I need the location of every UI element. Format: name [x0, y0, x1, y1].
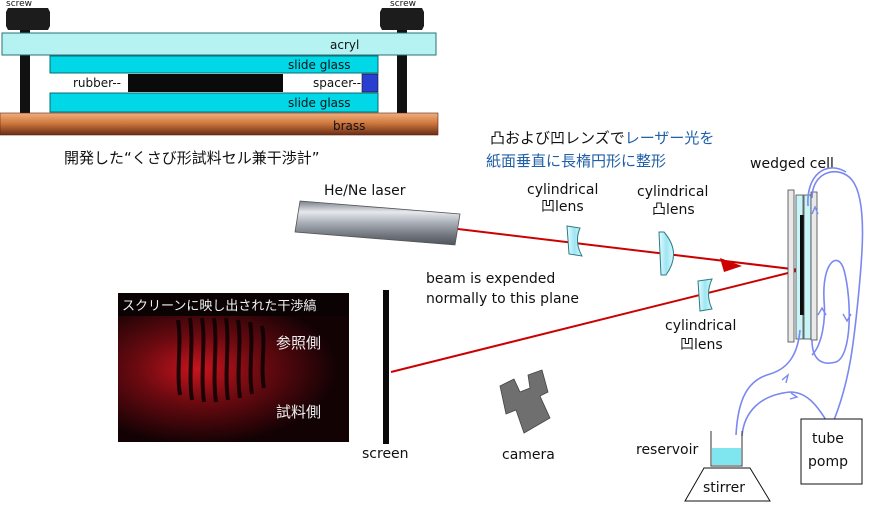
fringe-pattern: [176, 317, 266, 403]
slide-glass-bottom: [49, 92, 379, 113]
circulation-tubing: [735, 167, 864, 437]
lens-concave-3: cylindrical 凹lens: [665, 278, 736, 353]
wedged-cell-label: wedged cell: [750, 156, 834, 172]
spacer-block: [361, 73, 379, 93]
pump-label-line2: pomp: [808, 454, 848, 470]
lens-note: 凸および凹レンズでレーザー光を 紙面垂直に長楕円形に整形: [486, 129, 714, 170]
screw-left: screw: [6, 0, 50, 114]
camera-label: camera: [502, 447, 555, 463]
camera: camera: [499, 369, 555, 463]
lens1-label-a: cylindrical: [527, 182, 598, 198]
cell-cross-section: screw screw acryl slide glass rubber-- s…: [0, 0, 439, 167]
stirrer: stirrer: [684, 467, 771, 502]
lens1-label-b: 凹lens: [541, 199, 584, 215]
lens3-label-a: cylindrical: [665, 318, 736, 334]
spacer-label: spacer--: [313, 76, 361, 90]
laser-beam-reflected: [390, 269, 801, 373]
photo-title: スクリーンに映し出された干渉縞: [122, 298, 316, 314]
acryl-plate: [1, 32, 437, 56]
rubber-layer: [128, 74, 283, 92]
photo-sample-side: 試料側: [276, 403, 321, 421]
reservoir-label: reservoir: [636, 442, 698, 458]
lens2-label-a: cylindrical: [637, 184, 708, 200]
rubber-label: rubber--: [73, 76, 121, 90]
beam-note-line2: normally to this plane: [426, 291, 579, 307]
pump-label-line1: tube: [812, 431, 844, 447]
note-line1-black: 凸および凹レンズで: [490, 129, 625, 147]
beam-note-line1: beam is expended: [426, 271, 555, 287]
lens-convex-2: cylindrical 凸lens: [637, 184, 708, 276]
slide-glass-top: [49, 55, 379, 74]
note-line2: 紙面垂直に長楕円形に整形: [486, 152, 666, 170]
screen: screen: [362, 290, 409, 462]
lens3-label-b: 凹lens: [680, 337, 723, 353]
reservoir: reservoir: [636, 431, 743, 467]
screw-left-label: screw: [6, 0, 32, 9]
laser-beam-incident: [457, 228, 801, 271]
screen-label: screen: [362, 446, 409, 462]
interference-photo: スクリーンに映し出された干渉縞 参照側 試料側: [118, 293, 349, 442]
slide-glass-bottom-label: slide glass: [288, 96, 351, 110]
screw-right: screw: [380, 0, 424, 114]
photo-reference-side: 参照側: [276, 334, 321, 352]
acryl-label: acryl: [330, 38, 359, 52]
screw-right-label: screw: [390, 0, 416, 9]
wedged-cell: wedged cell: [750, 156, 834, 343]
he-ne-laser: He/Ne laser: [294, 183, 461, 246]
laser-tube: [294, 200, 461, 246]
cell-caption: 開発した“くさび形試料セル兼干渉計”: [64, 149, 320, 167]
stirrer-label: stirrer: [703, 480, 745, 496]
lens2-label-b: 凸lens: [652, 202, 695, 218]
lens-concave-1: cylindrical 凹lens: [527, 182, 598, 257]
svg-text:凸および凹レンズでレーザー光を: 凸および凹レンズでレーザー光を: [490, 129, 714, 147]
brass-label: brass: [333, 119, 365, 133]
slide-glass-top-label: slide glass: [288, 58, 351, 72]
beam-arrowhead: [720, 258, 742, 272]
laser-label: He/Ne laser: [324, 183, 406, 199]
note-line1-blue: レーザー光を: [625, 129, 715, 147]
tube-pump: tube pomp: [800, 418, 863, 485]
brass-base: [0, 112, 439, 136]
